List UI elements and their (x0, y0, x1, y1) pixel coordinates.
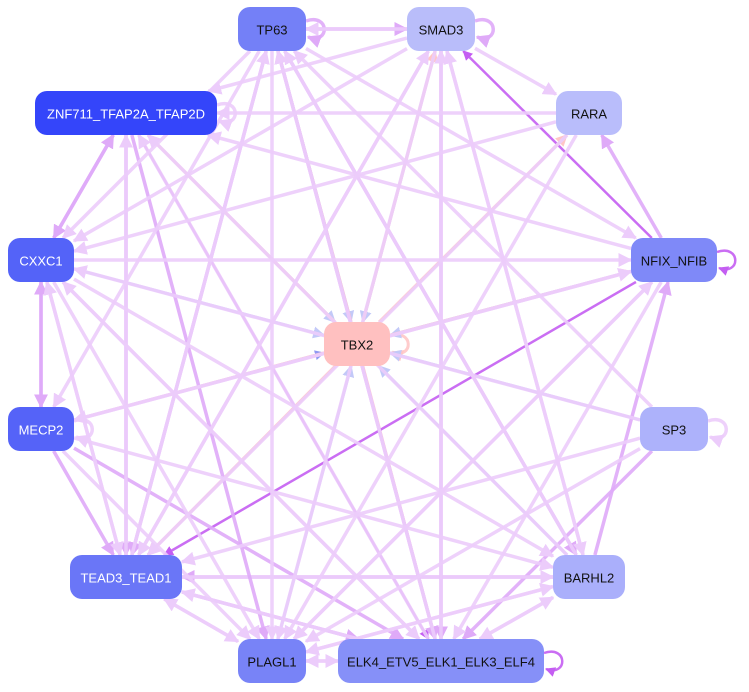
node-box[interactable] (631, 238, 717, 282)
node-box[interactable] (238, 7, 306, 51)
edge-plagl1-to-nfix (292, 280, 654, 641)
node-barhl2[interactable]: BARHL2 (553, 555, 625, 599)
node-elk4[interactable]: ELK4_ETV5_ELK1_ELK3_ELF4 (338, 639, 544, 683)
node-label: SMAD3 (419, 23, 464, 38)
node-nfix[interactable]: NFIX_NFIB (631, 238, 717, 282)
node-smad3[interactable]: SMAD3 (407, 7, 475, 51)
edge-tead3-to-smad3 (137, 49, 430, 556)
node-label: ELK4_ETV5_ELK1_ELK3_ELF4 (347, 655, 535, 670)
node-box[interactable] (70, 555, 182, 599)
edge-elk4-to-tead3 (180, 588, 359, 641)
node-box[interactable] (8, 407, 74, 451)
node-label: TEAD3_TEAD1 (80, 571, 171, 586)
node-box[interactable] (324, 322, 390, 366)
edge-sp3-to-tead3 (180, 436, 641, 566)
node-tead3[interactable]: TEAD3_TEAD1 (70, 555, 182, 599)
node-label: ZNF711_TFAP2A_TFAP2D (47, 107, 205, 122)
edge-tead3-to-tp63 (130, 49, 270, 556)
edge-smad3-to-smad3 (474, 17, 495, 48)
node-plagl1[interactable]: PLAGL1 (238, 639, 306, 683)
node-cxxc1[interactable]: CXXC1 (8, 238, 74, 282)
edge-tbx2-to-tbx2 (389, 333, 410, 362)
node-label: TBX2 (341, 338, 374, 353)
node-label: MECP2 (19, 423, 64, 438)
node-box[interactable] (407, 7, 475, 51)
edge-elk4-to-barhl2 (478, 595, 555, 641)
edge-nfix-to-tead3 (163, 280, 637, 557)
edge-sp3-to-tp63 (292, 49, 654, 409)
node-label: PLAGL1 (247, 655, 296, 670)
edge-mecp2-to-tead3 (52, 450, 115, 557)
node-znf[interactable]: ZNF711_TFAP2A_TFAP2D (35, 91, 217, 135)
edge-cxxc1-to-barhl2 (73, 277, 555, 558)
edge-mecp2-to-plagl1 (61, 449, 252, 641)
edge-elk4-to-cxxc1 (61, 280, 421, 641)
node-label: RARA (571, 107, 607, 122)
edge-tead3-to-cxxc1 (43, 280, 122, 556)
edge-mecp2-to-barhl2 (73, 436, 555, 571)
edge-elk4-to-elk4 (543, 650, 564, 677)
node-label: CXXC1 (19, 254, 62, 269)
edge-nfix-to-rara (600, 133, 663, 239)
edge-plagl1-to-tead3 (163, 597, 239, 643)
node-box[interactable] (553, 555, 625, 599)
edge-smad3-to-rara (474, 46, 558, 96)
node-box[interactable] (238, 639, 306, 683)
node-box[interactable] (8, 238, 74, 282)
edge-elk4-to-znf (137, 133, 430, 640)
edge-barhl2-to-tp63 (283, 49, 578, 556)
node-box[interactable] (640, 407, 708, 451)
node-box[interactable] (338, 639, 544, 683)
node-tp63[interactable]: TP63 (238, 7, 306, 51)
node-mecp2[interactable]: MECP2 (8, 407, 74, 451)
edge-sp3-to-sp3 (707, 417, 728, 448)
node-rara[interactable]: RARA (556, 91, 622, 135)
node-label: NFIX_NFIB (641, 254, 707, 269)
node-box[interactable] (35, 91, 217, 135)
edge-nfix-to-nfix (716, 249, 737, 276)
edge-cxxc1-to-znf (52, 133, 115, 239)
node-sp3[interactable]: SP3 (640, 407, 708, 451)
node-box[interactable] (556, 91, 622, 135)
node-label: SP3 (662, 423, 687, 438)
node-tbx2[interactable]: TBX2 (324, 322, 390, 366)
node-label: BARHL2 (564, 571, 615, 586)
node-label: TP63 (256, 23, 287, 38)
edge-nfix-to-znf (206, 131, 632, 251)
edge-mecp2-to-elk4 (73, 446, 405, 641)
